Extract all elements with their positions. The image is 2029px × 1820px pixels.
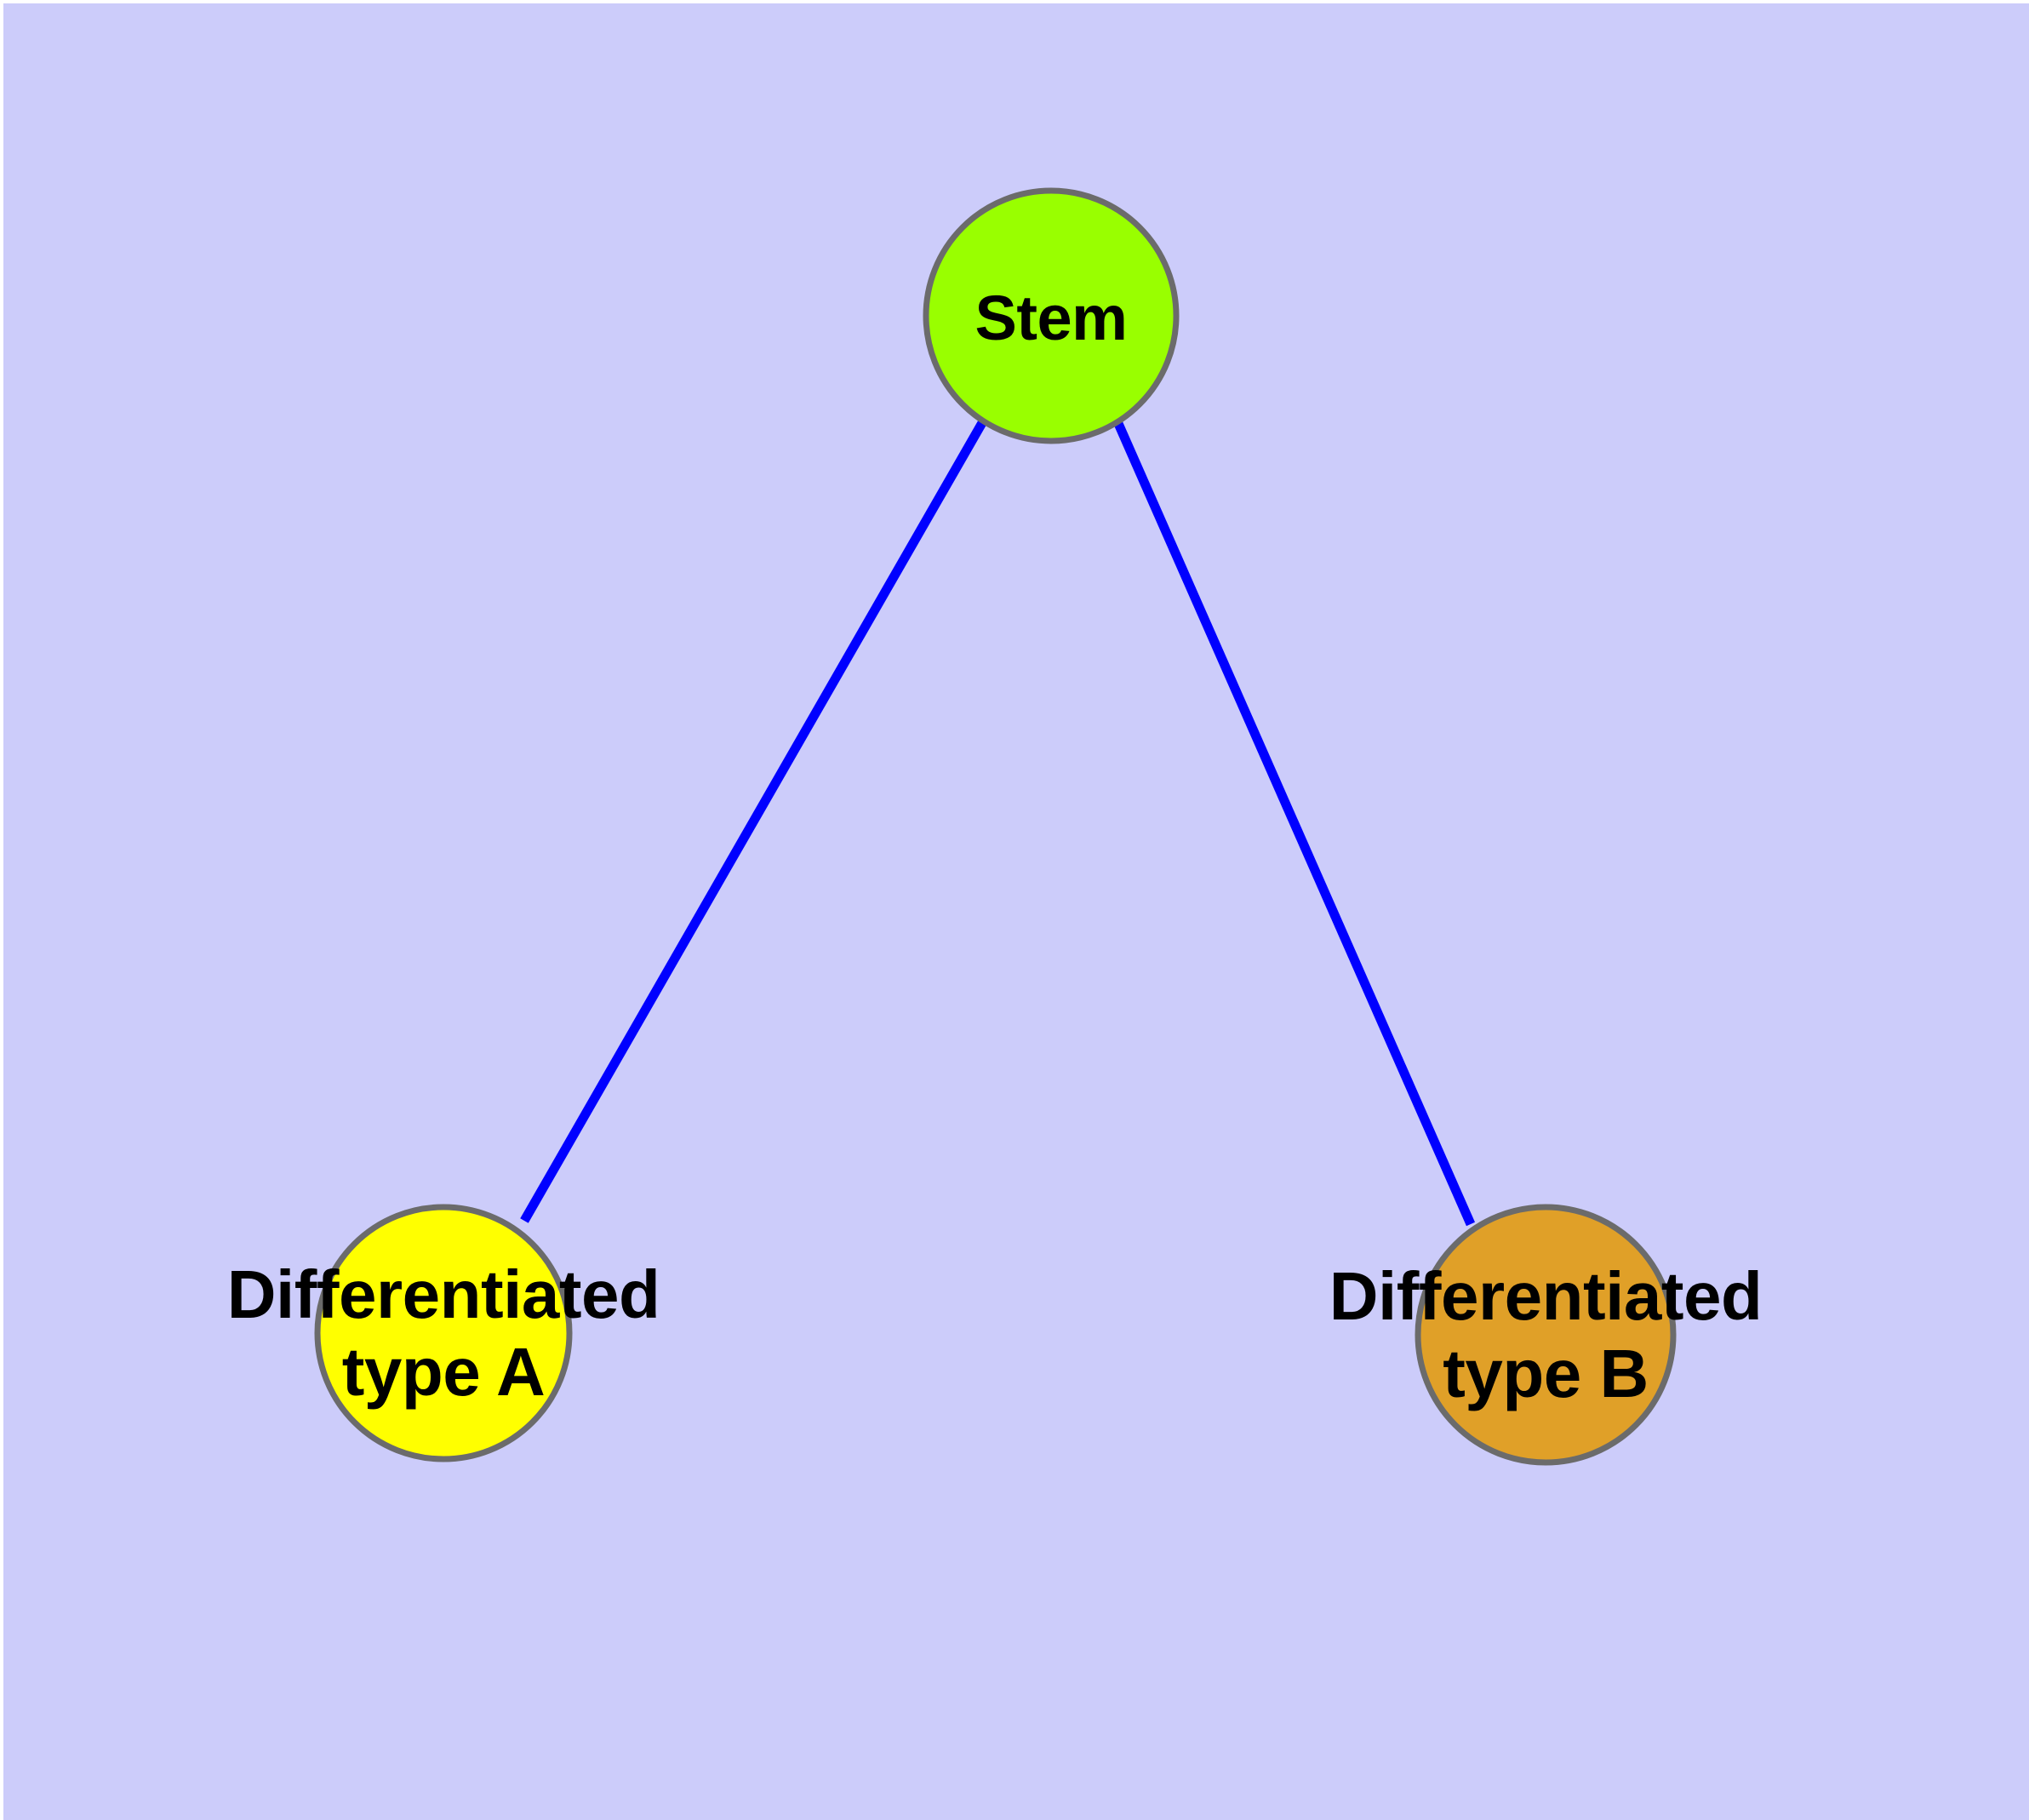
node-layer [314, 187, 1677, 1466]
graph-node-differentiated-type-b[interactable] [1415, 1204, 1677, 1466]
graph-edge-stem-to-type-b[interactable] [1112, 417, 1476, 1227]
edge-layer [520, 417, 1476, 1227]
graph-edge-stem-to-type-a[interactable] [520, 419, 987, 1223]
graph-node-stem[interactable] [923, 187, 1180, 444]
graph-node-differentiated-type-a[interactable] [314, 1204, 573, 1462]
